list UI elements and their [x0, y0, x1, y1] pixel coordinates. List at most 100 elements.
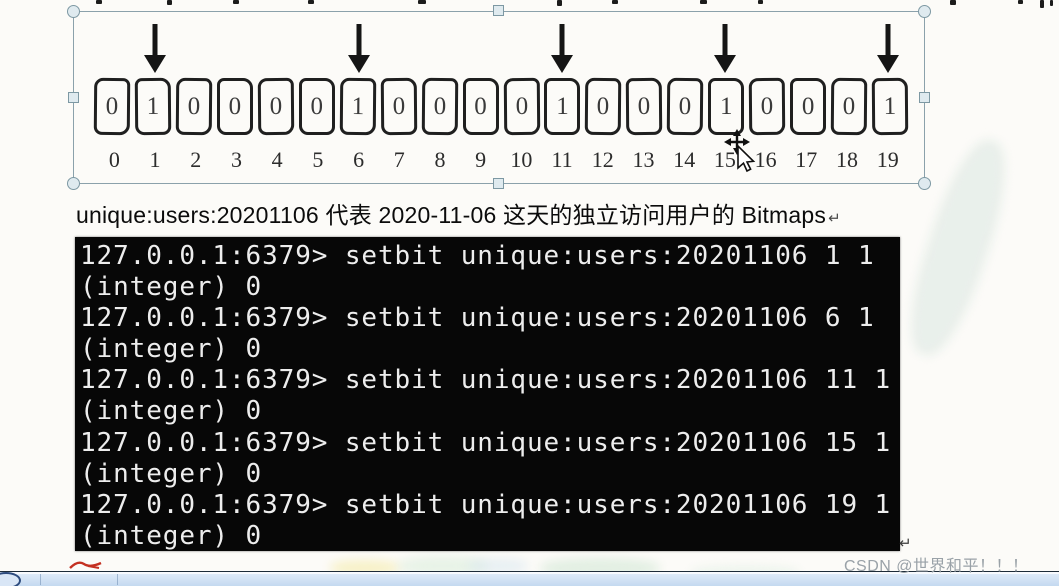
taskbar-divider	[40, 574, 41, 585]
bit-index-label: 8	[434, 147, 446, 172]
cut-text-fragment	[1018, 0, 1023, 4]
bit-cell: 0	[298, 78, 335, 135]
bit-value: 0	[269, 92, 283, 120]
terminal-line: (integer) 0	[80, 272, 263, 303]
selection-handle-top-right[interactable]	[918, 5, 931, 18]
bit-index-label: 18	[836, 147, 858, 172]
selection-handle-bottom-right[interactable]	[918, 177, 931, 190]
taskbar-divider	[117, 574, 118, 585]
arrow-row	[94, 24, 908, 76]
bit-cell: 1	[871, 77, 909, 136]
bit-index-label: 6	[353, 147, 365, 172]
cut-text-fragment	[700, 0, 707, 4]
taskbar-app-icon[interactable]	[0, 572, 21, 586]
bit-cell: 0	[585, 77, 622, 136]
terminal-line: 127.0.0.1:6379> setbit unique:users:2020…	[80, 489, 892, 520]
bit-index-label: 4	[271, 147, 283, 172]
terminal-line: (integer) 0	[80, 520, 263, 551]
bit-index-label: 1	[149, 147, 161, 172]
bit-value: 0	[392, 92, 406, 120]
bit-cell: 1	[708, 78, 745, 135]
cut-text-fragment	[1050, 0, 1053, 6]
taskbar[interactable]	[0, 571, 1059, 586]
bit-index-label: 13	[632, 147, 655, 172]
bit-value: 1	[556, 92, 569, 120]
selection-handle-top-middle[interactable]	[493, 5, 504, 16]
cut-text-fragment	[1040, 0, 1044, 8]
bit-index-label: 5	[312, 147, 324, 172]
bit-cell: 0	[790, 78, 827, 135]
bit-index-label: 19	[876, 147, 899, 172]
bit-index-label: 0	[108, 147, 120, 172]
bit-cell: 0	[216, 78, 253, 135]
terminal-line: (integer) 0	[80, 334, 263, 365]
selection-handle-top-left[interactable]	[67, 5, 80, 18]
down-arrow-icon	[143, 24, 167, 74]
selection-handle-middle-right[interactable]	[919, 91, 930, 103]
bit-value: 0	[187, 92, 201, 120]
cut-text-fragment	[612, 0, 618, 4]
bit-value: 0	[515, 92, 528, 120]
selection-handle-middle-left[interactable]	[68, 91, 79, 103]
bit-value: 0	[474, 92, 487, 120]
terminal-line: (integer) 0	[80, 396, 263, 427]
bit-value: 0	[597, 92, 610, 120]
cut-text-fragment	[758, 0, 763, 4]
red-annotation-mark	[69, 561, 102, 569]
bit-cell: 0	[749, 77, 786, 136]
bit-index-label: 7	[393, 147, 405, 172]
cut-text-fragment	[950, 0, 956, 5]
bit-cell: 0	[830, 77, 868, 136]
cut-text-fragment	[557, 0, 562, 6]
selection-handle-bottom-middle[interactable]	[493, 178, 504, 189]
terminal-line: 127.0.0.1:6379> setbit unique:users:2020…	[80, 427, 892, 458]
move-cursor-icon	[724, 129, 756, 173]
bit-value: 1	[146, 92, 160, 120]
bit-value: 1	[883, 92, 897, 120]
bit-cell: 0	[667, 77, 704, 136]
bit-cell: 0	[93, 77, 131, 136]
bit-cell: 0	[462, 78, 499, 135]
down-arrow-icon	[550, 24, 574, 74]
bit-value: 0	[310, 92, 323, 120]
selection-handle-bottom-left[interactable]	[67, 177, 80, 190]
terminal-line: 127.0.0.1:6379> setbit unique:users:2020…	[80, 365, 892, 396]
down-arrow-icon	[713, 24, 737, 74]
cut-text-fragment	[418, 0, 426, 4]
bit-cell: 1	[544, 78, 581, 135]
bit-value: 0	[842, 92, 856, 120]
bit-index-label: 12	[591, 147, 614, 172]
cut-text-fragment	[233, 0, 239, 4]
csdn-watermark: CSDN @世界和平！！！	[844, 558, 1029, 575]
bit-index-label: 15	[713, 147, 736, 172]
bit-cell: 0	[257, 77, 295, 136]
bit-cell: 0	[626, 77, 663, 136]
bit-cell: 0	[380, 77, 417, 136]
bit-cell: 0	[421, 77, 458, 136]
bit-value: 0	[678, 92, 692, 120]
bit-value: 1	[720, 92, 733, 120]
bit-index-label: 17	[795, 147, 818, 172]
bit-index-label: 2	[190, 147, 202, 172]
cut-text-fragment	[308, 0, 314, 4]
bit-index-label: 16	[754, 147, 777, 172]
paragraph-return-mark: ↵	[899, 535, 912, 552]
redis-terminal: 127.0.0.1:6379> setbit unique:users:2020…	[75, 237, 900, 551]
caption: unique:users:20201106 代表 2020-11-06 这天的独…	[76, 196, 841, 230]
bit-value: 0	[228, 92, 242, 120]
caption-text: unique:users:20201106 代表 2020-11-06 这天的独…	[76, 202, 827, 228]
bit-value: 0	[801, 92, 815, 120]
paragraph-return-mark: ↵	[828, 210, 841, 227]
bit-index-label: 11	[551, 147, 573, 172]
bit-value: 0	[760, 92, 774, 120]
down-arrow-icon	[347, 24, 371, 74]
terminal-line: 127.0.0.1:6379> setbit unique:users:2020…	[80, 303, 875, 334]
bit-cell: 0	[503, 77, 540, 136]
bit-cell: 1	[339, 77, 376, 136]
cut-text-fragment	[96, 0, 102, 4]
bit-index-label: 9	[475, 147, 487, 172]
bit-index-label: 14	[673, 147, 696, 172]
bit-cell: 0	[175, 77, 213, 136]
